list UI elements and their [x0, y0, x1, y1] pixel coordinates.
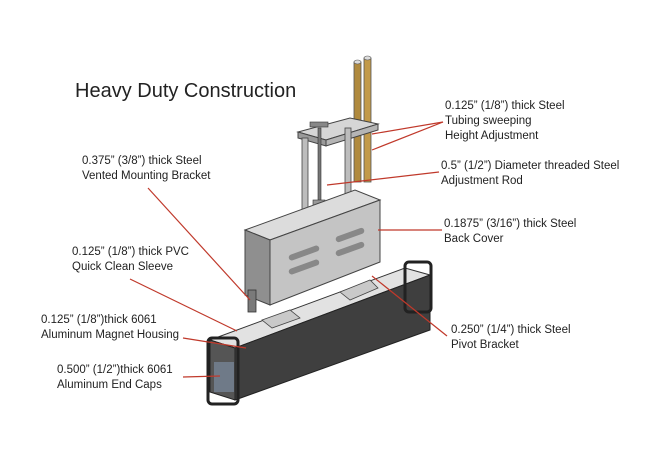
leader-lines [129, 121, 448, 378]
callout-line: Back Cover [444, 233, 504, 245]
magnet-housing-bar [206, 260, 433, 406]
callout-line: Height Adjustment [445, 130, 539, 142]
callout-tubing: 0.125” (1/8”) thick Steel Tubing sweepin… [445, 99, 565, 144]
callout-clean-sleeve: 0.125” (1/8”) thick PVC Quick Clean Slee… [72, 245, 189, 275]
callout-line: 0.125” (1/8”) thick PVC [72, 246, 189, 258]
callout-mounting-bracket: 0.375” (3/8”) thick Steel Vented Mountin… [82, 154, 211, 184]
callout-magnet-housing: 0.125” (1/8”)thick 6061 Aluminum Magnet … [41, 313, 179, 343]
callout-line: 0.1875” (3/16”) thick Steel [444, 218, 577, 230]
callout-line: 0.125” (1/8”) thick Steel [445, 100, 565, 112]
callout-line: Quick Clean Sleeve [72, 261, 173, 273]
callout-line: 0.250” (1/4”) thick Steel [451, 324, 571, 336]
callout-adjustment-rod: 0.5” (1/2”) Diameter threaded Steel Adju… [441, 159, 619, 189]
callout-line: Pivot Bracket [451, 339, 519, 351]
callout-line: 0.125” (1/8”)thick 6061 [41, 314, 157, 326]
callout-line: 0.500” (1/2”)thick 6061 [57, 364, 173, 376]
back-cover-box [243, 189, 382, 313]
callout-line: 0.375” (3/8”) thick Steel [82, 155, 202, 167]
adjustment-frame [296, 117, 380, 239]
callout-line: Adjustment Rod [441, 175, 523, 187]
callout-line: 0.5” (1/2”) Diameter threaded Steel [441, 160, 620, 172]
diagram-title: Heavy Duty Construction [75, 80, 297, 102]
callout-line: Tubing sweeping [445, 115, 532, 127]
callout-line: Vented Mounting Bracket [82, 170, 211, 182]
callout-back-cover: 0.1875” (3/16”) thick Steel Back Cover [444, 217, 576, 247]
callout-line: Aluminum Magnet Housing [41, 329, 180, 341]
callout-line: Aluminum End Caps [57, 379, 162, 391]
callout-pivot-bracket: 0.250” (1/4”) thick Steel Pivot Bracket [451, 323, 571, 353]
callout-end-caps: 0.500” (1/2”)thick 6061 Aluminum End Cap… [57, 363, 173, 393]
